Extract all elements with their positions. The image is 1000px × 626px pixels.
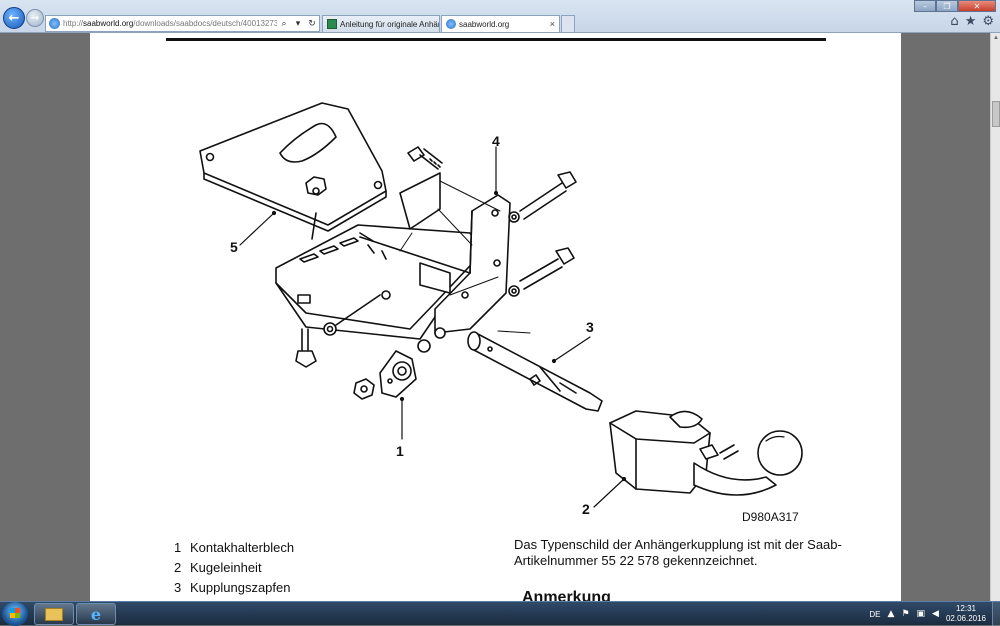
ie-icon: e xyxy=(90,604,102,624)
callout-5: 5 xyxy=(230,239,238,255)
scroll-up-icon[interactable]: ▲ xyxy=(993,35,999,41)
new-tab-button[interactable] xyxy=(561,15,575,32)
dropdown-icon[interactable]: ▾ xyxy=(295,18,301,29)
close-button[interactable]: ✕ xyxy=(958,0,996,12)
drawing-code: D980A317 xyxy=(742,510,799,524)
bolts xyxy=(295,146,577,368)
coupling-pin xyxy=(467,331,603,412)
pdf-viewer: 5 4 3 1 2 D980A317 1 Kontakhalterblech 2… xyxy=(0,33,1000,601)
home-icon[interactable]: ⌂ xyxy=(950,14,959,29)
search-icon[interactable]: ⌕ xyxy=(281,18,287,29)
callout-3: 3 xyxy=(586,319,594,335)
minimize-button[interactable]: – xyxy=(914,0,936,12)
contact-holder-plate xyxy=(353,350,417,400)
window-controls: – ❐ ✕ xyxy=(914,0,996,12)
address-bar[interactable]: http://saabworld.org/downloads/saabdocs/… xyxy=(45,15,320,32)
legend-label: Kugeleinheit xyxy=(190,559,262,575)
parts-legend: 1 Kontakhalterblech 2 Kugeleinheit 3 Kup… xyxy=(174,537,294,597)
language-indicator[interactable]: DE xyxy=(869,609,881,619)
site-favicon-icon xyxy=(49,18,60,29)
maximize-button[interactable]: ❐ xyxy=(936,0,958,12)
callout-4: 4 xyxy=(492,133,500,149)
header-rule xyxy=(166,38,826,41)
pdf-page: 5 4 3 1 2 D980A317 1 Kontakhalterblech 2… xyxy=(90,33,901,601)
system-tray: DE ▲ ⚑ ▣ ◀ 12:31 02.06.2016 xyxy=(869,602,986,626)
show-desktop-button[interactable] xyxy=(992,602,1000,626)
tab-favicon-icon xyxy=(446,19,456,29)
back-button[interactable]: ← xyxy=(3,7,25,29)
forward-icon: → xyxy=(30,12,40,24)
address-url[interactable]: http://saabworld.org/downloads/saabdocs/… xyxy=(63,19,277,28)
tab-anleitung[interactable]: Anleitung für originale Anhän... xyxy=(322,15,440,32)
legend-number: 1 xyxy=(174,539,182,555)
callout-2: 2 xyxy=(582,501,590,517)
clock-time: 12:31 xyxy=(955,604,976,613)
show-hidden-icons-icon[interactable]: ▲ xyxy=(887,609,895,619)
legend-item: 1 Kontakhalterblech xyxy=(174,537,294,557)
legend-item: 2 Kugeleinheit xyxy=(174,557,294,577)
vertical-scrollbar[interactable]: ▲ xyxy=(990,33,1000,601)
windows-logo-icon xyxy=(10,608,20,618)
legend-label: Kontakhalterblech xyxy=(190,539,295,555)
settings-icon[interactable]: ⚙ xyxy=(982,14,994,29)
construction-lines xyxy=(399,180,531,334)
back-icon: ← xyxy=(8,10,20,26)
taskbar-internet-explorer[interactable]: e xyxy=(76,603,116,625)
mounting-plate xyxy=(199,102,387,240)
ball-unit xyxy=(609,410,803,496)
legend-number: 3 xyxy=(174,579,182,595)
clock[interactable]: 12:31 02.06.2016 xyxy=(946,604,986,624)
note-heading: Anmerkung xyxy=(522,589,611,601)
start-button[interactable] xyxy=(2,602,28,626)
forward-button[interactable]: → xyxy=(26,9,44,27)
network-icon[interactable]: ▣ xyxy=(916,609,926,619)
tow-bar-exploded-diagram xyxy=(199,102,803,508)
tab-label: Anleitung für originale Anhän... xyxy=(340,19,440,29)
bracket-assembly xyxy=(275,172,511,340)
tab-close-icon[interactable]: × xyxy=(549,19,555,29)
volume-icon[interactable]: ◀ xyxy=(932,609,939,619)
legend-item: 3 Kupplungszapfen xyxy=(174,577,294,597)
legend-label: Kupplungszapfen xyxy=(190,579,291,595)
callout-leaders xyxy=(239,146,627,508)
action-center-icon[interactable]: ⚑ xyxy=(901,609,910,619)
tab-saabworld[interactable]: saabworld.org × xyxy=(441,15,560,32)
callout-1: 1 xyxy=(396,443,404,459)
tab-favicon-icon xyxy=(327,19,337,29)
tab-label: saabworld.org xyxy=(459,19,510,29)
scrollbar-thumb[interactable] xyxy=(992,101,1000,127)
windows-taskbar: e DE ▲ ⚑ ▣ ◀ 12:31 02.06.2016 xyxy=(0,601,1000,626)
clock-date: 02.06.2016 xyxy=(945,614,986,623)
toolbar-icons: ⌂ ★ ⚙ xyxy=(950,14,994,29)
browser-toolbar: ← → http://saabworld.org/downloads/saabd… xyxy=(0,0,1000,33)
favorites-icon[interactable]: ★ xyxy=(964,14,977,29)
type-plate-note: Das Typenschild der Anhängerkupplung ist… xyxy=(514,537,842,568)
legend-number: 2 xyxy=(174,559,182,575)
taskbar-explorer[interactable] xyxy=(34,603,74,625)
refresh-icon[interactable]: ↻ xyxy=(308,18,316,29)
folder-icon xyxy=(45,607,63,621)
